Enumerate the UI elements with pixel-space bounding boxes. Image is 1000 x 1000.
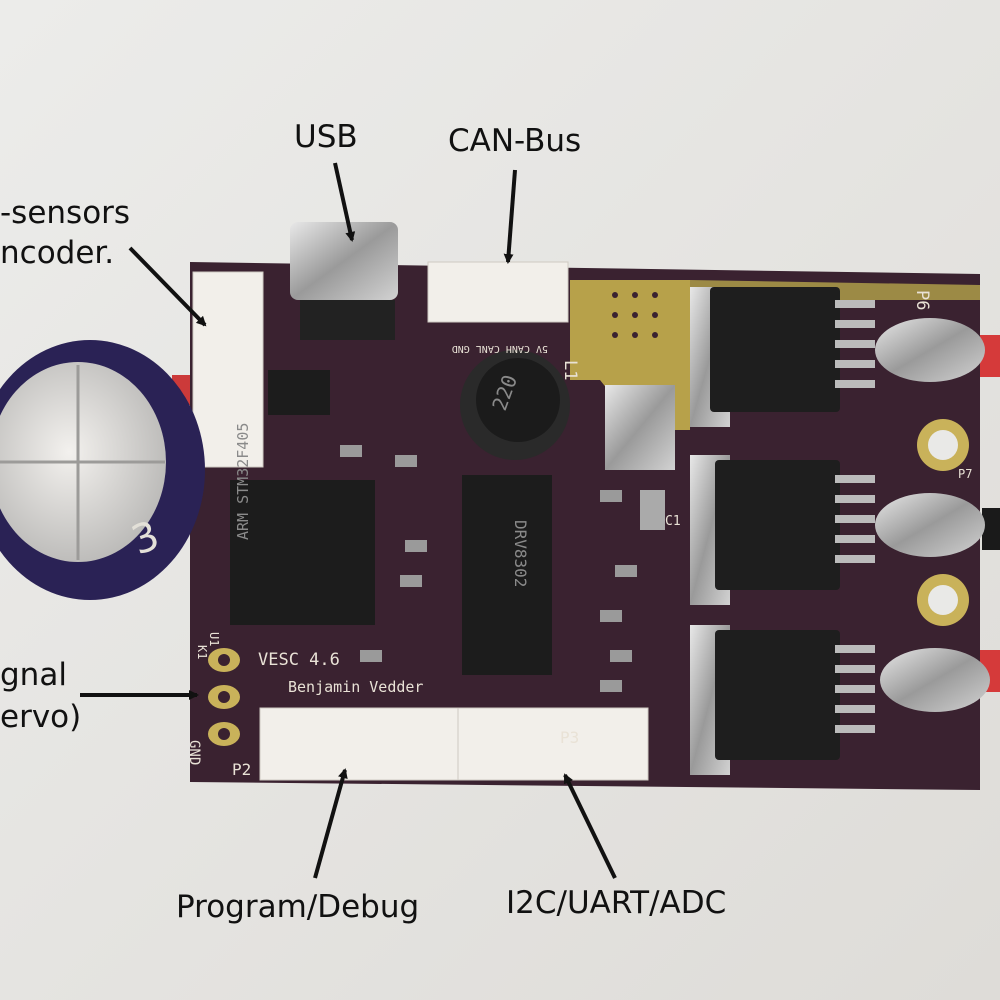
mcu-marking: ARM STM32F405 [234,423,252,540]
ref-p7: P7 [958,467,972,481]
label-signal-line1: gnal [0,657,67,693]
motor-wire-1 [980,335,1000,377]
mosfet-2 [690,455,985,605]
label-i2c-uart-adc: I2C/UART/ADC [506,885,727,921]
board-title: VESC 4.6 [258,650,340,670]
ref-p2: P2 [232,760,251,779]
bulk-capacitor: 3 [0,340,205,600]
label-usb: USB [294,119,358,155]
label-sensors-line2: ncoder. [0,235,115,271]
board-author: Benjamin Vedder [288,678,423,696]
mcu-chip [230,480,375,625]
passive-components [268,370,665,692]
label-can-bus: CAN-Bus [448,123,582,159]
can-connector [427,261,569,323]
annotation-arrows [80,162,617,879]
arrow-program [313,768,348,879]
arrow-usb [333,162,356,242]
ref-p6: P6 [912,290,932,310]
sensor-connector [192,271,264,468]
mosfet-3 [690,625,990,775]
ref-l1: L1 [560,360,580,380]
usb-base [300,300,395,340]
servo-pads [208,648,240,746]
smd-capacitor [605,385,675,470]
label-sensors-line1: -sensors [0,195,131,231]
ref-u1: U1 [207,632,221,646]
arrow-sensors [128,246,207,327]
ref-gnd: GND [186,740,202,765]
driver-chip [462,475,552,675]
ref-c1: C1 [665,514,681,529]
can-pin-labels: 5V CANH CANL GND [452,343,548,354]
via-grid [612,292,658,338]
label-program-debug: Program/Debug [176,889,420,925]
ref-p3: P3 [560,728,579,747]
driver-marking: DRV8302 [511,520,530,587]
motor-wire-2 [982,508,1000,550]
i2c-uart-adc-connector [457,707,649,781]
ref-k1: K1 [195,645,209,659]
label-signal-line2: ervo) [0,699,82,735]
arrow-can [503,169,517,264]
program-debug-connector [259,707,459,781]
mosfet-1 [690,287,985,427]
usb-connector [290,222,398,300]
arrow-i2c [563,773,617,879]
